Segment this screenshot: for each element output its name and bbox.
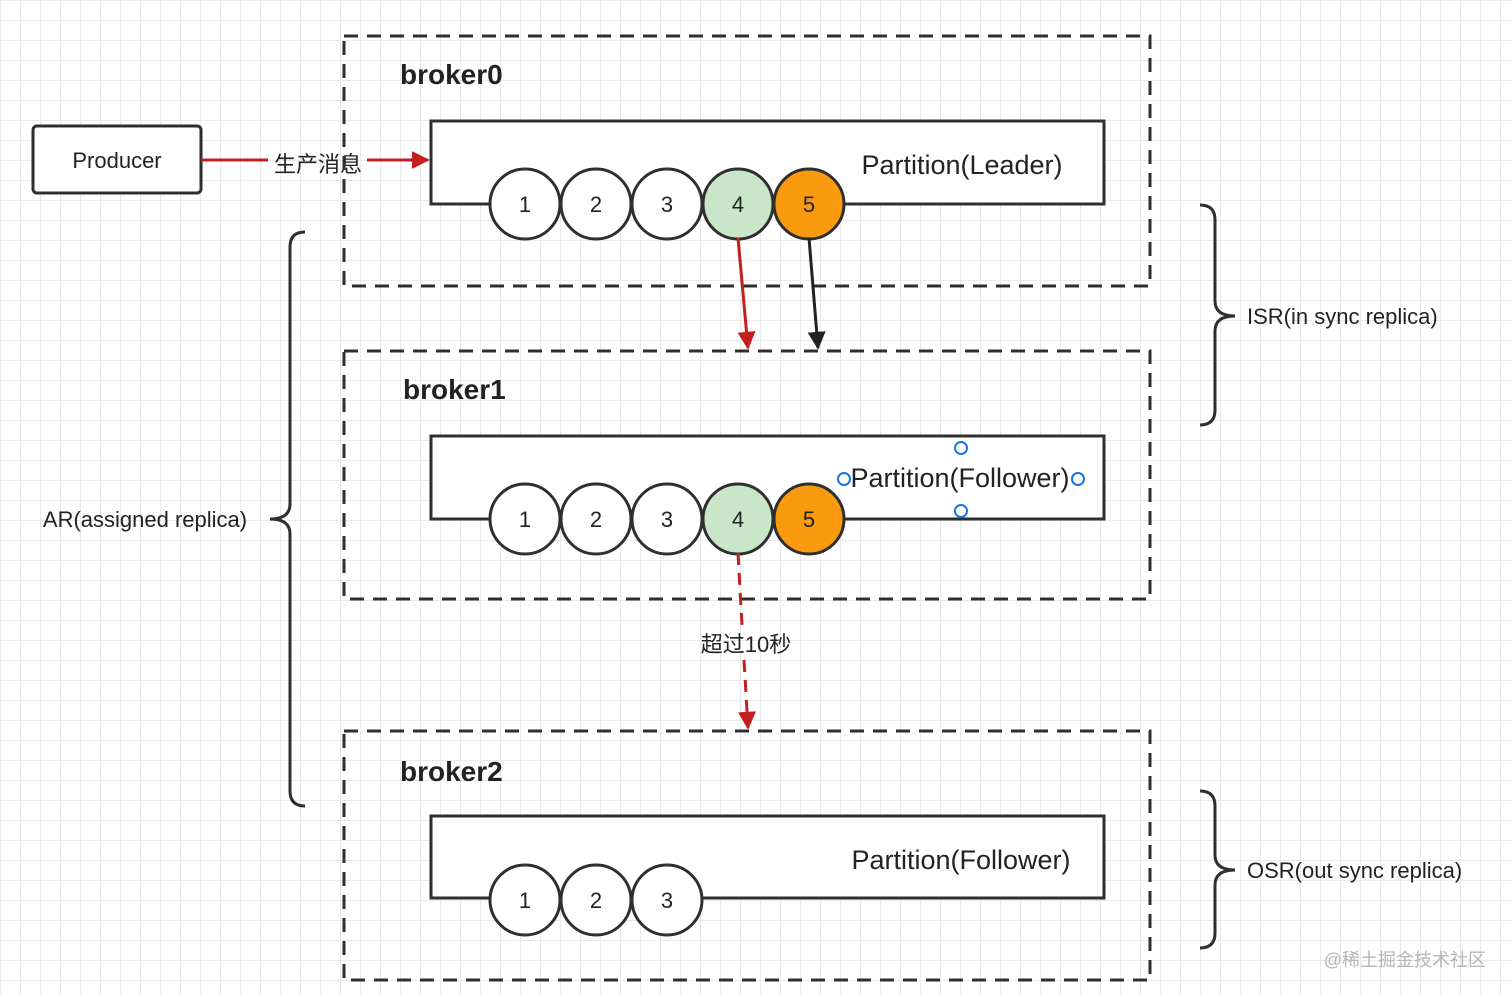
producer-node[interactable]: Producer <box>31 124 203 195</box>
broker2-label: broker2 <box>400 756 503 787</box>
broker1-message-2-label: 2 <box>590 507 602 532</box>
broker0-node[interactable]: broker0 Partition(Leader) 1 2 3 4 5 <box>342 34 1152 288</box>
broker2-message-2-label: 2 <box>590 888 602 913</box>
ar-brace <box>269 230 306 808</box>
broker1-node[interactable]: broker1 Partition(Follower) 1 2 3 4 5 <box>342 349 1152 601</box>
broker0-message-1-label: 1 <box>519 192 531 217</box>
broker2-message-3-circle[interactable] <box>630 863 704 937</box>
isr-label: ISR(in sync replica) <box>1247 304 1438 329</box>
lag-arrow-segment-1[interactable] <box>736 552 744 626</box>
lag-edge-label: 超过10秒 <box>701 632 791 657</box>
broker2-partition-label: Partition(Follower) <box>851 845 1070 875</box>
broker1-message-4-label: 4 <box>732 507 744 532</box>
broker2-box[interactable] <box>342 729 1152 982</box>
broker2-message-1-label: 1 <box>519 888 531 913</box>
broker2-message-3-label: 3 <box>661 888 673 913</box>
broker0-partition-label: Partition(Leader) <box>861 150 1062 180</box>
broker0-message-4-label: 4 <box>732 192 744 217</box>
selection-handle-bottom[interactable] <box>954 504 968 518</box>
ar-label: AR(assigned replica) <box>43 507 247 532</box>
broker0-message-5-label: 5 <box>803 192 815 217</box>
broker1-message-5-circle[interactable] <box>772 482 846 556</box>
broker1-partition-label: Partition(Follower) <box>850 463 1069 493</box>
osr-brace <box>1199 789 1236 950</box>
broker0-message-3-label: 3 <box>661 192 673 217</box>
broker1-message-1-label: 1 <box>519 507 531 532</box>
broker2-message-queue: 1 2 3 <box>488 863 704 937</box>
broker0-label: broker0 <box>400 59 503 90</box>
broker0-message-2-label: 2 <box>590 192 602 217</box>
broker1-message-queue: 1 2 3 4 5 <box>488 482 846 556</box>
selection-handle-left[interactable] <box>837 472 851 486</box>
broker0-box[interactable] <box>342 34 1152 288</box>
produce-edge-label: 生产消息 <box>274 152 362 177</box>
selection-handle-right[interactable] <box>1071 472 1085 486</box>
osr-label: OSR(out sync replica) <box>1247 858 1462 883</box>
producer-label: Producer <box>72 148 161 173</box>
selection-handle-top[interactable] <box>954 441 968 455</box>
broker2-node[interactable]: broker2 Partition(Follower) 1 2 3 <box>342 729 1152 982</box>
isr-brace <box>1199 203 1236 427</box>
broker1-message-5-label: 5 <box>803 507 815 532</box>
lag-arrow-segment-2[interactable] <box>738 659 757 730</box>
broker1-box[interactable] <box>342 349 1152 601</box>
broker1-message-3-label: 3 <box>661 507 673 532</box>
broker0-message-queue: 1 2 3 4 5 <box>488 167 846 241</box>
sync-arrow-message-4[interactable] <box>736 237 756 350</box>
sync-arrow-message-5[interactable] <box>807 237 826 350</box>
broker1-label: broker1 <box>403 374 506 405</box>
watermark: @稀土掘金技术社区 <box>1324 950 1486 970</box>
